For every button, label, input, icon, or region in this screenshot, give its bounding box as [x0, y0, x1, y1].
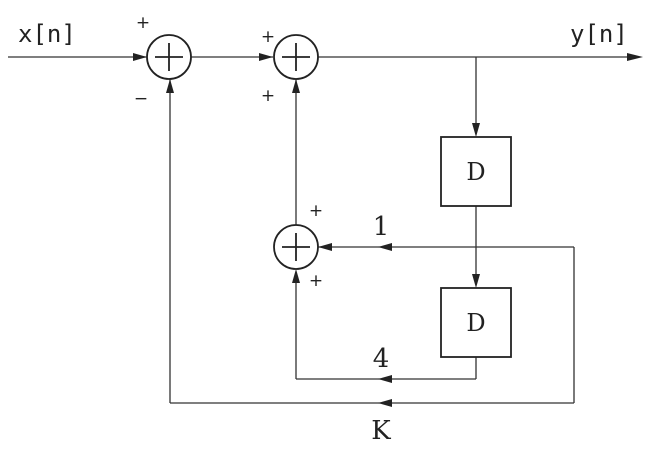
arrow-gain1 [378, 243, 392, 251]
summer-2-sign-left: + [261, 27, 275, 47]
arrow-into-delay1 [472, 123, 480, 137]
delay-block-2: D [440, 287, 512, 358]
input-label: x[n] [18, 20, 76, 48]
arrow-sum3-from-below [292, 269, 300, 283]
arrow-into-sum2 [259, 53, 273, 61]
gain-k-label: K [371, 416, 391, 446]
summer-2-sign-bottom: + [261, 86, 275, 106]
arrow-sum2-from-below [292, 79, 300, 93]
summer-2 [273, 34, 319, 80]
arrow-output [627, 53, 643, 61]
summer-1 [146, 34, 192, 80]
arrow-sum1-from-below [166, 79, 174, 93]
gain-1-label: 1 [373, 212, 390, 242]
gain-4-label: 4 [373, 344, 390, 374]
summer-1-sign-top: + [136, 13, 150, 33]
arrow-into-sum1 [133, 53, 147, 61]
delay-block-2-label: D [466, 309, 485, 337]
arrow-gain-k [378, 399, 392, 407]
summer-3-sign-top: + [309, 201, 323, 221]
delay-block-1-label: D [466, 158, 485, 186]
summer-1-sign-bottom: − [134, 89, 148, 109]
summer-3-sign-bottom: + [309, 271, 323, 291]
arrow-sum3-from-right [318, 243, 332, 251]
summer-3 [273, 224, 319, 270]
arrow-gain4 [378, 375, 392, 383]
output-label: y[n] [570, 20, 628, 48]
arrow-into-delay2 [472, 274, 480, 288]
delay-block-1: D [440, 136, 512, 207]
